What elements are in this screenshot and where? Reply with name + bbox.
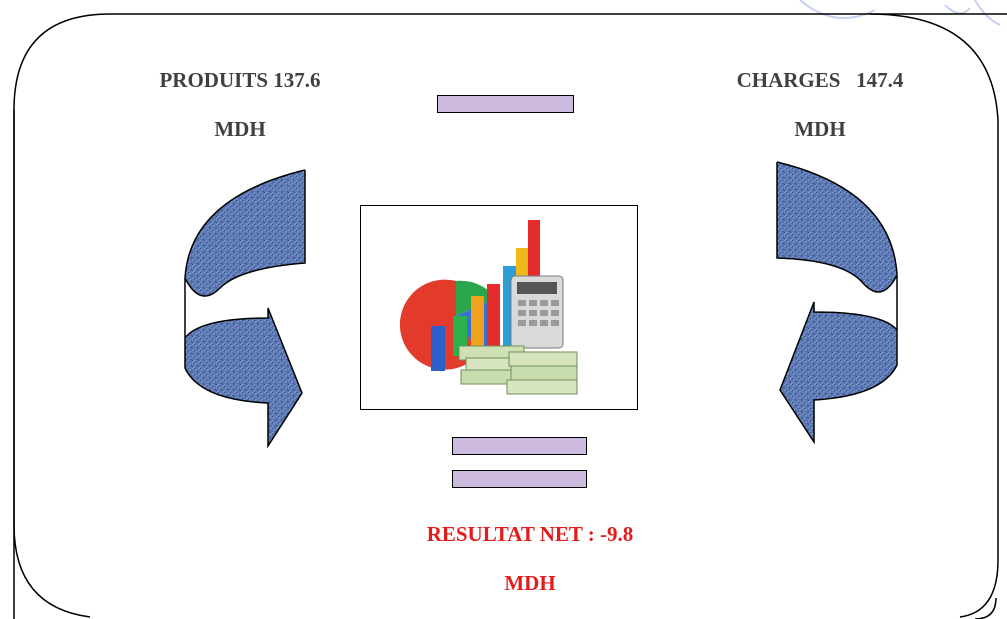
charges-unit: MDH <box>794 117 846 141</box>
resultat-amount: RESULTAT NET : -9.8 <box>426 522 634 546</box>
produits-unit: MDH <box>214 117 266 141</box>
charges-amount: CHARGES 147.4 <box>736 68 904 92</box>
charges-label: CHARGES 147.4 MDH <box>700 56 940 154</box>
produits-label: PRODUITS 137.6 MDH <box>120 56 360 154</box>
equals-sign-bar-top <box>452 437 587 455</box>
finance-charts-calculator-money-icon <box>399 220 578 395</box>
equals-sign-bar-bottom <box>452 470 587 488</box>
resultat-unit: MDH <box>504 571 556 595</box>
resultat-label: RESULTAT NET : -9.8 MDH <box>380 510 680 608</box>
produits-amount: PRODUITS 137.6 <box>159 68 321 92</box>
minus-sign-bar <box>437 95 574 113</box>
curved-arrow-right-icon <box>184 169 306 448</box>
finance-picture-frame <box>360 205 638 410</box>
curved-arrow-left-icon <box>776 161 898 445</box>
